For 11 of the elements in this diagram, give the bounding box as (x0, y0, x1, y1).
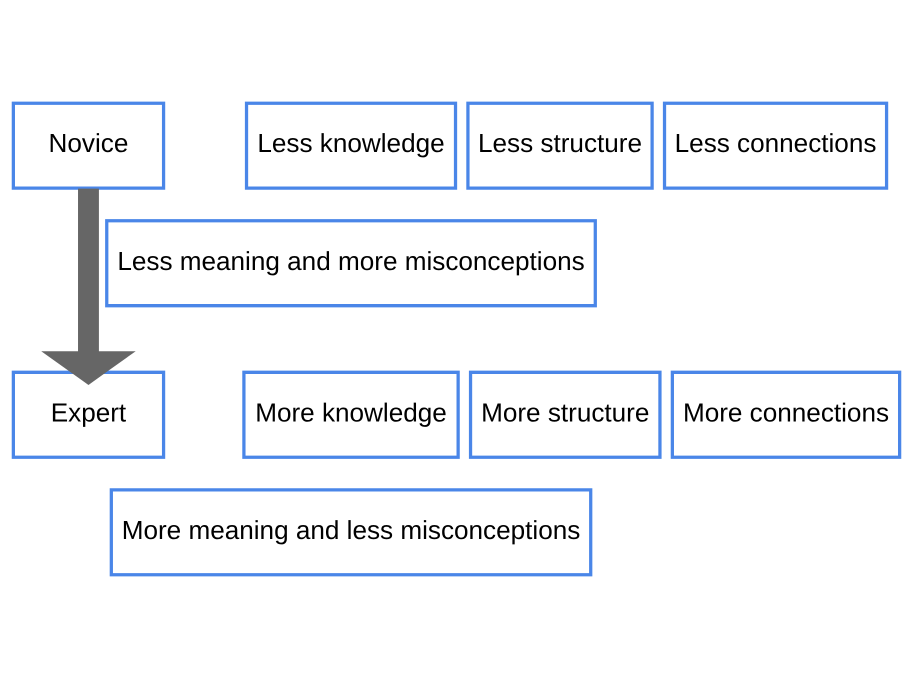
node-box: More connections (670, 370, 902, 459)
node-box: Less structure (466, 102, 654, 190)
node-box: Expert (12, 370, 166, 459)
arrow (41, 188, 136, 385)
node-box: More knowledge (242, 370, 460, 459)
node-box: Less connections (662, 102, 888, 190)
node-box: Novice (12, 102, 166, 190)
node-box: Less knowledge (244, 102, 458, 190)
node-box: More structure (468, 370, 662, 459)
node-box: Less meaning and more misconceptions (105, 219, 597, 308)
node-box: More meaning and less misconceptions (110, 488, 592, 576)
